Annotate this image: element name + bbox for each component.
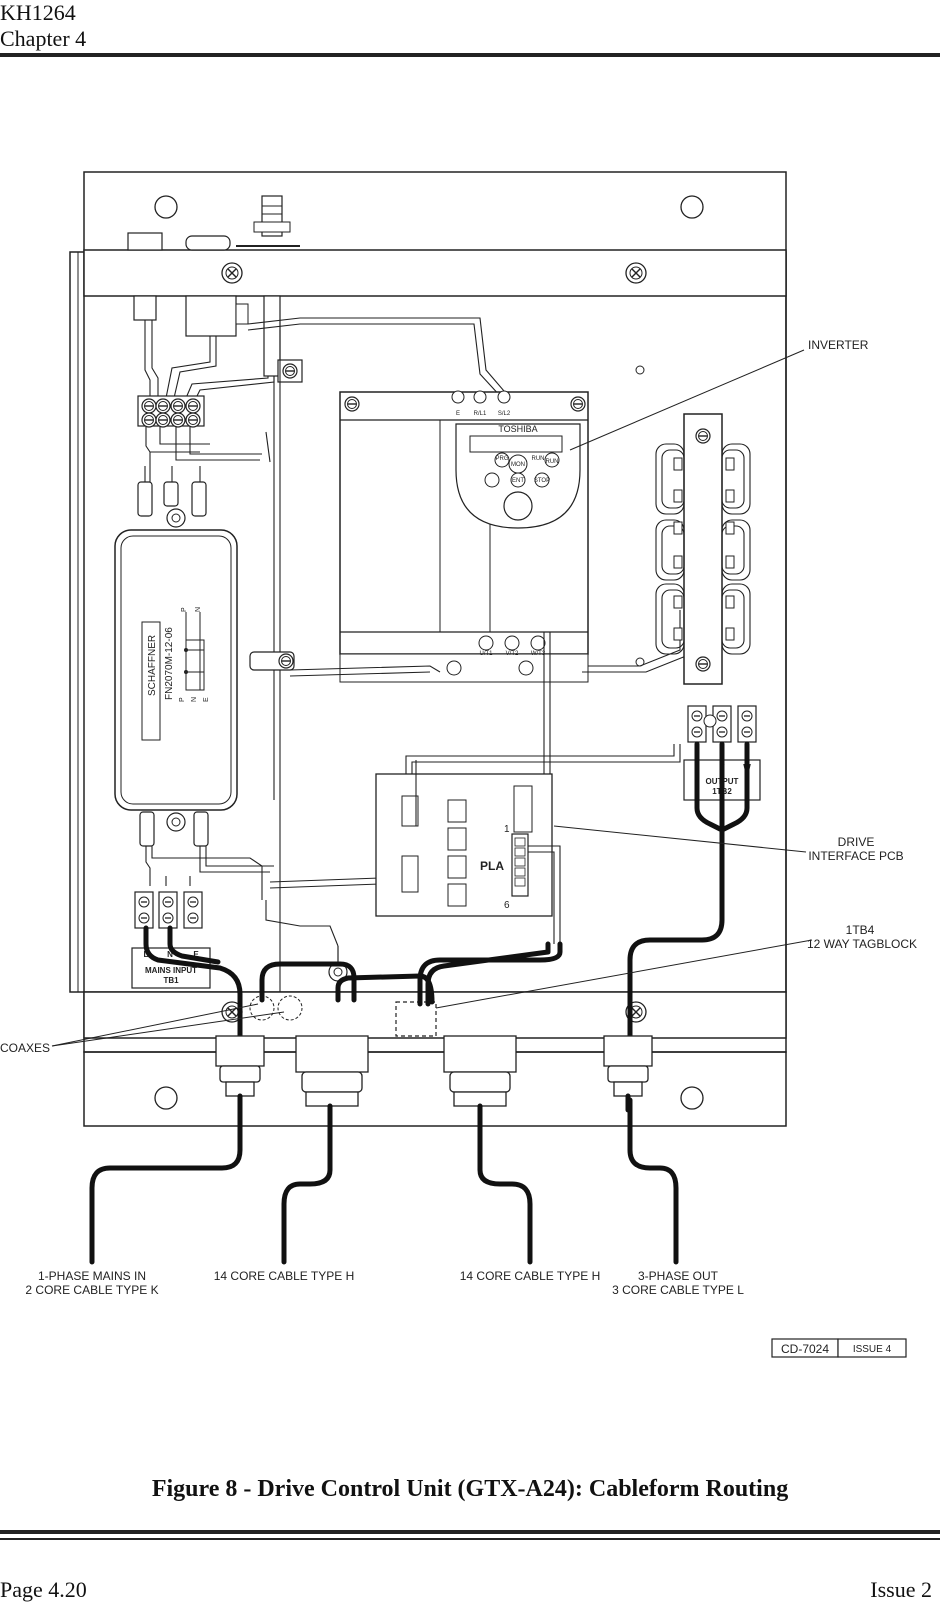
inverter-terminal-s-l2: S/L2	[498, 411, 511, 417]
pcb-pin-1: 1	[504, 824, 510, 835]
footer-rule-thick	[0, 1530, 940, 1534]
key-stop: STOP	[534, 478, 550, 484]
mains-input-label: MAINS INPUT	[145, 966, 197, 975]
gland-14core-left	[295, 1035, 369, 1107]
header-rule	[0, 53, 940, 57]
gland-14core-right	[443, 1035, 517, 1107]
document-id: KH1264	[0, 0, 76, 25]
key-run-label: RUN	[532, 456, 545, 462]
filter-terminal-p-top: P	[181, 607, 188, 612]
mains-terminal-n: N	[167, 950, 173, 959]
label-mains-cable: 2 CORE CABLE TYPE K	[25, 1283, 158, 1297]
inverter-terminal-w-t3: W/T3	[531, 651, 546, 657]
label-3-phase-cable: 3 CORE CABLE TYPE L	[612, 1283, 744, 1297]
label-interface-pcb: INTERFACE PCB	[808, 849, 903, 863]
filter-terminal-n-top: N	[195, 607, 202, 612]
gland-mains	[215, 1035, 265, 1097]
pcb-pin-6: 6	[504, 900, 510, 911]
key-run: RUN	[546, 459, 559, 465]
pcb-plate-label: PLA	[480, 859, 504, 873]
mains-filter: SCHAFFNER FN2070M-12-06 P N P N E	[114, 481, 238, 847]
key-prg: PRG	[495, 456, 508, 462]
chapter-label: Chapter 4	[0, 26, 87, 51]
label-14-core-left: 14 CORE CABLE TYPE H	[214, 1269, 355, 1283]
top-rail	[83, 249, 787, 297]
drawing-number: CD-7024	[781, 1342, 829, 1356]
drawing-issue: ISSUE 4	[853, 1344, 892, 1355]
label-inverter: INVERTER	[808, 338, 869, 352]
mains-terminal-l: L	[144, 950, 149, 959]
label-coaxes: COAXES	[0, 1041, 50, 1055]
label-1tb4: 1TB4	[846, 923, 875, 937]
page-number: Page 4.20	[0, 1577, 87, 1602]
label-mains-in: 1-PHASE MAINS IN	[38, 1269, 146, 1283]
mains-terminal-e: E	[193, 950, 199, 959]
drive-interface-pcb: PLA 1 6	[375, 773, 553, 917]
filter-brand: SCHAFFNER	[147, 635, 158, 696]
filter-terminal-p-bottom: P	[179, 697, 186, 702]
toshiba-inverter: E R/L1 S/L2 TOSHIBA PRG MON RUN RUN ENT …	[339, 390, 589, 683]
bottom-rail	[83, 991, 787, 1039]
tagblock-1tb4	[655, 413, 751, 685]
label-12-way-tagblock: 12 WAY TAGBLOCK	[807, 937, 917, 951]
inverter-terminal-v-t2: V/T2	[506, 651, 519, 657]
mains-tb1-label: TB1	[163, 976, 179, 985]
label-14-core-right: 14 CORE CABLE TYPE H	[460, 1269, 601, 1283]
filter-model: FN2070M-12-06	[164, 627, 175, 700]
footer-rule-thin	[0, 1538, 940, 1540]
inverter-terminal-e: E	[456, 411, 460, 417]
label-drive: DRIVE	[838, 835, 875, 849]
figure-caption: Figure 8 - Drive Control Unit (GTX-A24):…	[151, 1476, 789, 1502]
drawing-reference: CD-7024 ISSUE 4	[771, 1338, 907, 1358]
cableform-diagram: SCHAFFNER FN2070M-12-06 P N P N E L N E	[0, 171, 917, 1358]
toshiba-label: TOSHIBA	[498, 424, 537, 434]
document-issue: Issue 2	[870, 1577, 932, 1602]
filter-terminal-e: E	[203, 697, 210, 702]
upper-terminal-block	[137, 395, 205, 428]
filter-terminal-n-bottom: N	[191, 697, 198, 702]
gland-3phase	[603, 1035, 653, 1097]
label-3-phase-out: 3-PHASE OUT	[638, 1269, 719, 1283]
key-mon: MON	[511, 462, 525, 468]
inverter-terminal-r-l1: R/L1	[474, 411, 487, 417]
inverter-terminal-u-t1: U/T1	[479, 651, 493, 657]
key-ent: ENT	[512, 478, 524, 484]
